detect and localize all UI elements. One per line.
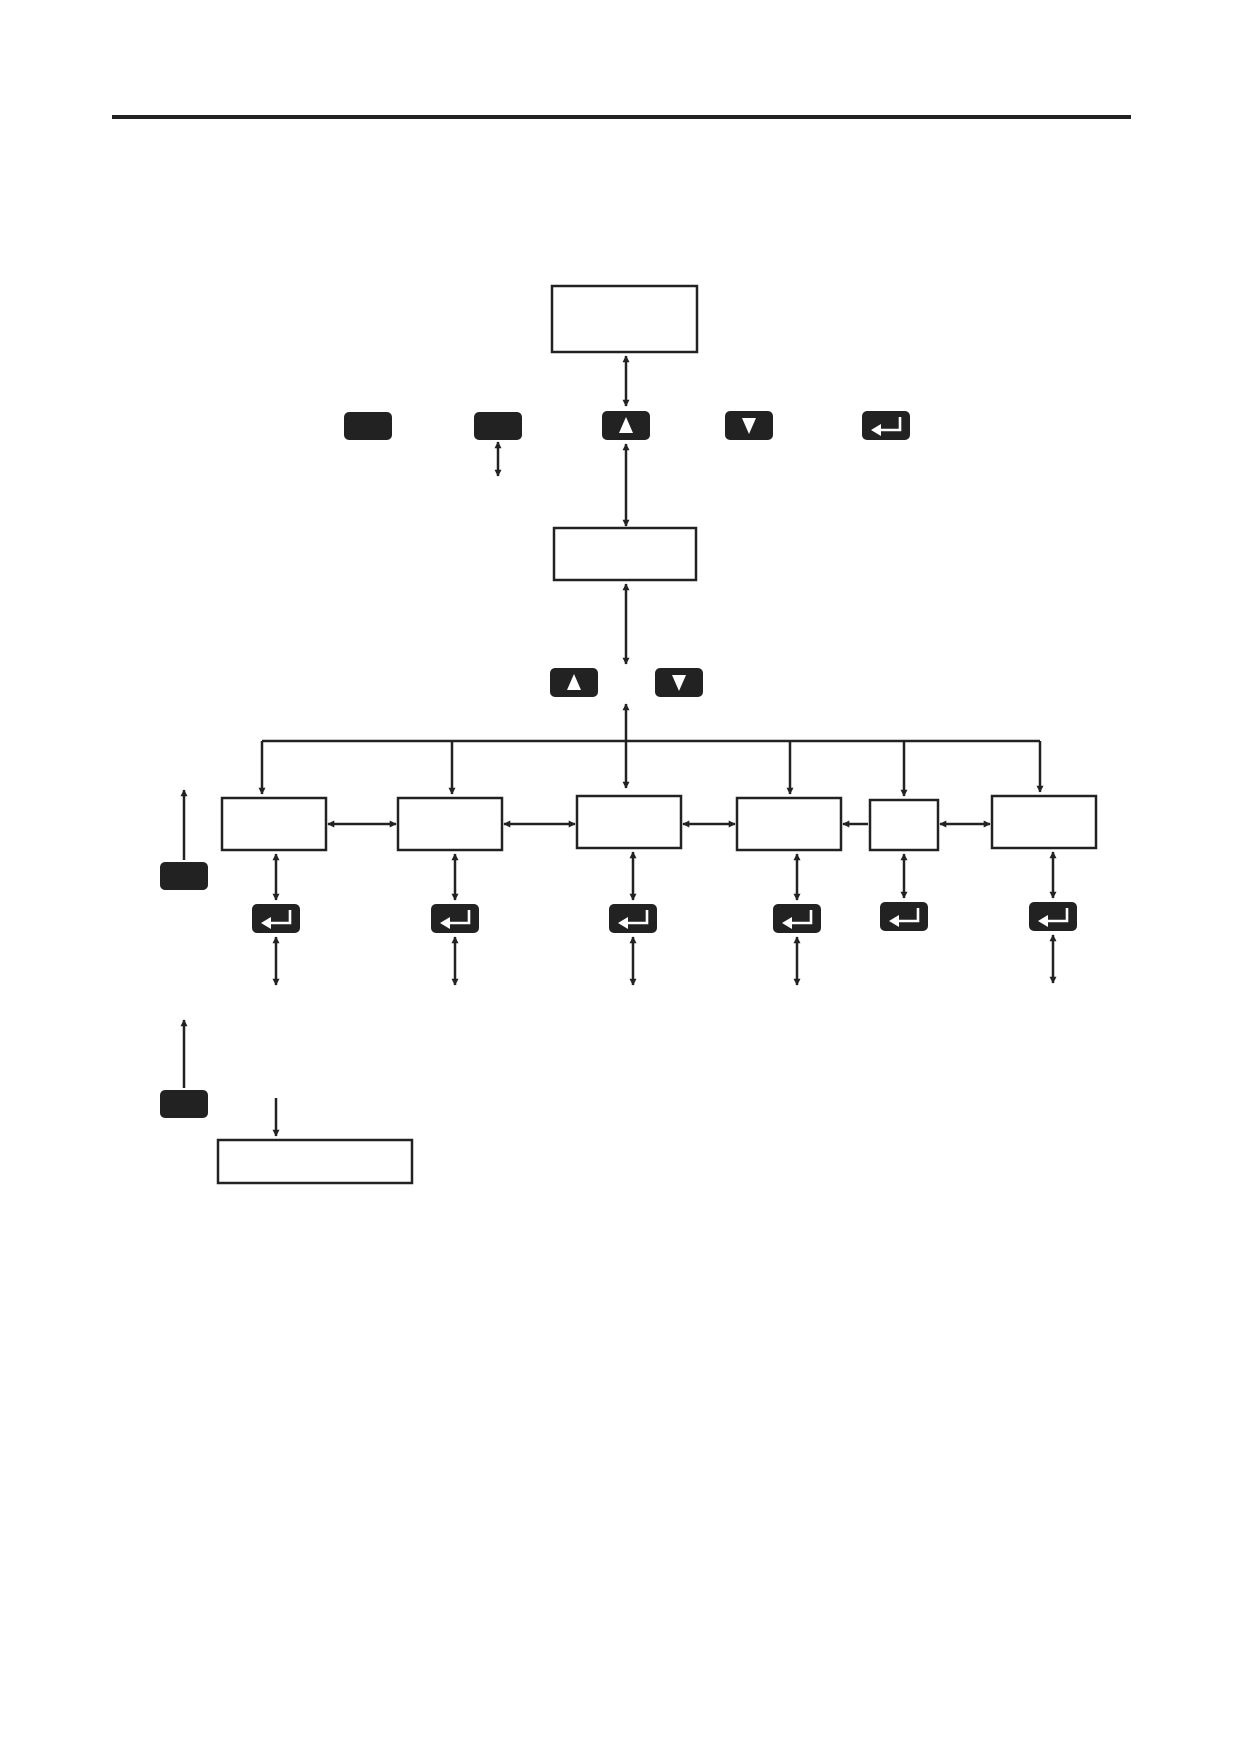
up-arrow-icon-2 bbox=[567, 674, 581, 690]
column-5 bbox=[880, 853, 928, 931]
key-up-2[interactable] bbox=[550, 668, 598, 697]
bottom-display-box bbox=[216, 1138, 414, 1185]
menu-box-4 bbox=[735, 796, 843, 852]
key-down-2[interactable] bbox=[655, 668, 703, 697]
key-blank-left-1[interactable] bbox=[160, 862, 208, 890]
second-display-box bbox=[552, 526, 698, 582]
key-enter-c2[interactable] bbox=[431, 904, 479, 933]
key-enter[interactable] bbox=[862, 411, 910, 440]
enter-icon bbox=[782, 910, 813, 929]
enter-icon bbox=[440, 910, 471, 929]
key-down[interactable] bbox=[725, 411, 773, 440]
column-1 bbox=[252, 853, 300, 986]
key-blank-2[interactable] bbox=[474, 412, 522, 440]
menu-box-5 bbox=[868, 798, 940, 852]
enter-icon bbox=[618, 910, 649, 929]
key-enter-c6[interactable] bbox=[1029, 902, 1077, 931]
top-display-box bbox=[550, 284, 699, 354]
column-4 bbox=[773, 853, 821, 986]
down-arrow-icon bbox=[742, 418, 756, 434]
key-blank-1[interactable] bbox=[344, 412, 392, 440]
up-arrow-icon bbox=[619, 417, 633, 433]
enter-icon bbox=[871, 417, 902, 436]
key-enter-c1[interactable] bbox=[252, 904, 300, 933]
down-arrow-icon-2 bbox=[672, 675, 686, 691]
menu-box-3 bbox=[575, 794, 683, 850]
column-3 bbox=[609, 851, 657, 986]
enter-icon bbox=[261, 910, 292, 929]
key-enter-c3[interactable] bbox=[609, 904, 657, 933]
key-up[interactable] bbox=[602, 411, 650, 440]
key-enter-c5[interactable] bbox=[880, 902, 928, 931]
key-blank-left-2[interactable] bbox=[160, 1090, 208, 1118]
column-6 bbox=[1029, 851, 1077, 984]
menu-box-6 bbox=[990, 794, 1098, 850]
menu-box-2 bbox=[396, 796, 504, 852]
column-2 bbox=[431, 853, 479, 986]
menu-box-1 bbox=[220, 796, 328, 852]
key-enter-c4[interactable] bbox=[773, 904, 821, 933]
enter-icon bbox=[1038, 908, 1069, 927]
enter-icon bbox=[889, 908, 920, 927]
